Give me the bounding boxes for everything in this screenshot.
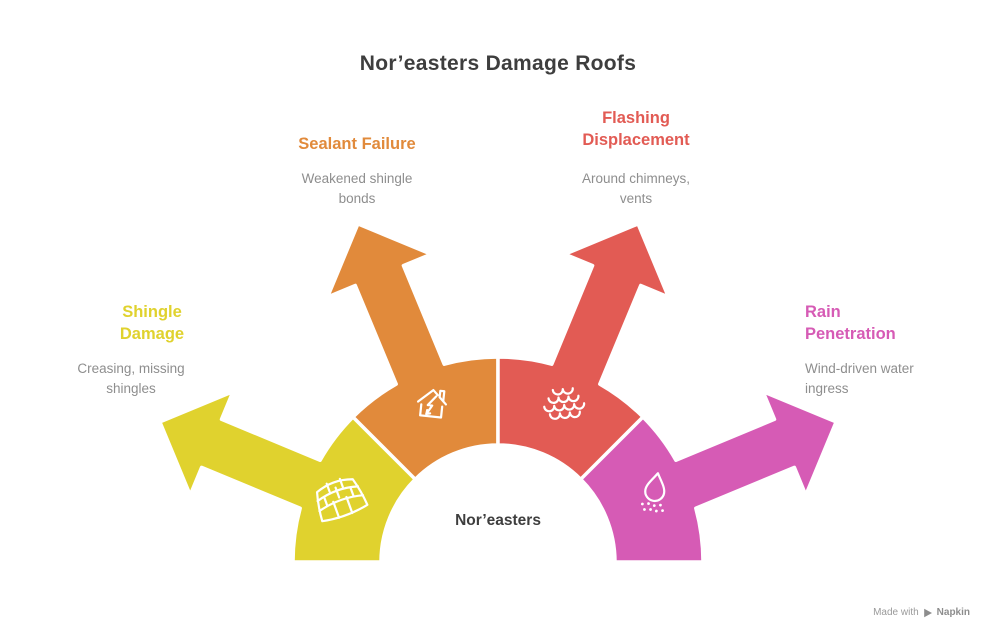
segment-rain-penetration bbox=[578, 389, 838, 564]
label-rain-penetration: Rain Penetration bbox=[805, 303, 896, 343]
segment-shingle-damage bbox=[158, 389, 418, 564]
segment-sealant-failure bbox=[325, 222, 500, 482]
water-drop-icon bbox=[640, 472, 666, 513]
desc-rain-penetration: Wind-driven water ingress bbox=[805, 361, 914, 396]
watermark-text: Made with bbox=[873, 607, 919, 618]
label-flashing-displacement: Flashing Displacement bbox=[582, 109, 690, 149]
icons-layer bbox=[315, 387, 666, 523]
roof-shingles-icon bbox=[315, 477, 369, 523]
desc-sealant-failure: Weakened shingle bonds bbox=[301, 171, 413, 206]
label-shingle-damage: Shingle Damage bbox=[119, 303, 185, 343]
label-sealant-failure: Sealant Failure bbox=[298, 135, 416, 153]
page-title: Nor’easters Damage Roofs bbox=[359, 52, 637, 75]
desc-flashing-displacement: Around chimneys, vents bbox=[581, 171, 691, 206]
watermark-brand: Napkin bbox=[936, 607, 970, 618]
segment-flashing-displacement bbox=[496, 222, 671, 482]
segments-layer bbox=[158, 222, 838, 564]
desc-shingle-damage: Creasing, missing shingles bbox=[77, 361, 185, 396]
scalloped-shingles-icon bbox=[543, 387, 586, 420]
house-lightning-icon bbox=[416, 388, 448, 419]
watermark: Made with Napkin bbox=[873, 607, 970, 618]
center-label: Nor’easters bbox=[455, 512, 541, 529]
napkin-logo-icon bbox=[923, 608, 932, 617]
